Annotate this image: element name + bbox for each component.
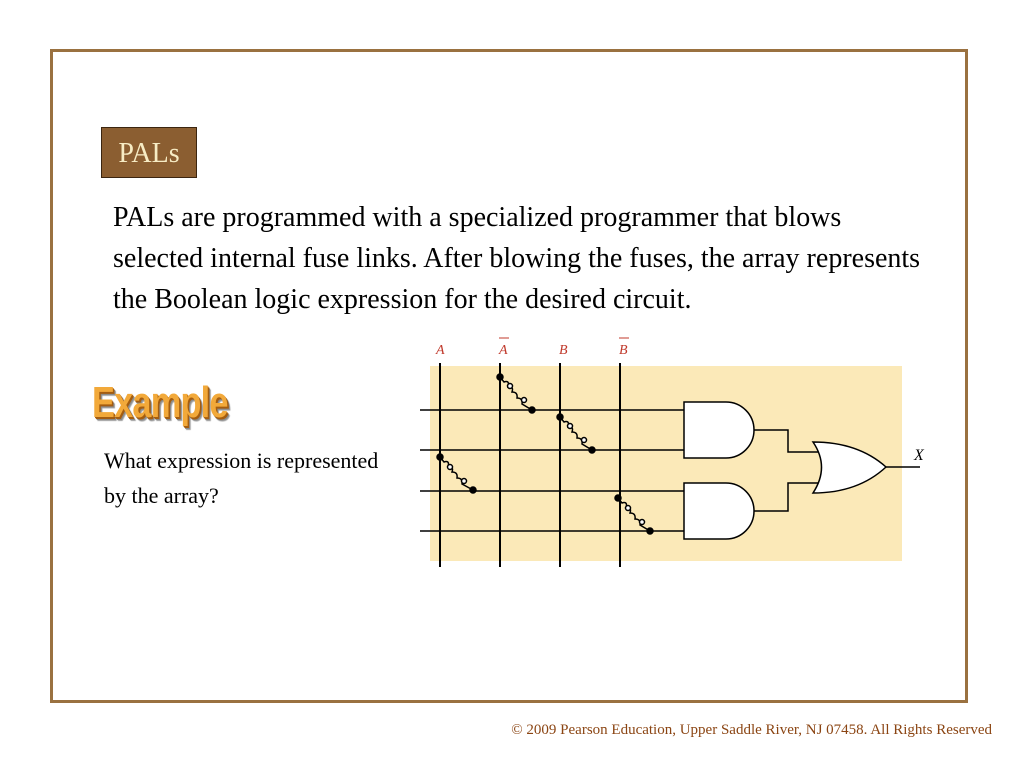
example-question: What expression is represented by the ar…	[104, 448, 379, 508]
product-lines	[420, 409, 684, 532]
output-label-x: X	[913, 447, 925, 464]
slide-frame	[50, 49, 968, 703]
pal-array-diagram: A A B B	[420, 337, 925, 567]
input-label-b-bar: B	[619, 343, 628, 358]
input-label-a: A	[435, 343, 445, 358]
fuse-links	[436, 373, 654, 535]
or-gate	[811, 441, 888, 494]
slide-body-text: PALs are programmed with a specialized p…	[113, 202, 921, 315]
fuse-link	[436, 453, 477, 494]
fuse-link	[556, 413, 596, 454]
input-labels: A A B B	[435, 343, 628, 358]
gate-wires	[754, 429, 920, 512]
input-lines	[439, 363, 621, 567]
and-gate-upper	[683, 401, 755, 459]
and-gate-lower	[683, 482, 755, 540]
slide-title: PALs	[101, 127, 197, 178]
input-label-a-bar: A	[498, 343, 508, 358]
input-label-b: B	[559, 343, 568, 358]
fuse-link	[496, 373, 536, 414]
example-wordart: Example	[92, 378, 228, 427]
fuse-link	[614, 494, 654, 535]
copyright-footer: © 2009 Pearson Education, Upper Saddle R…	[511, 722, 992, 738]
